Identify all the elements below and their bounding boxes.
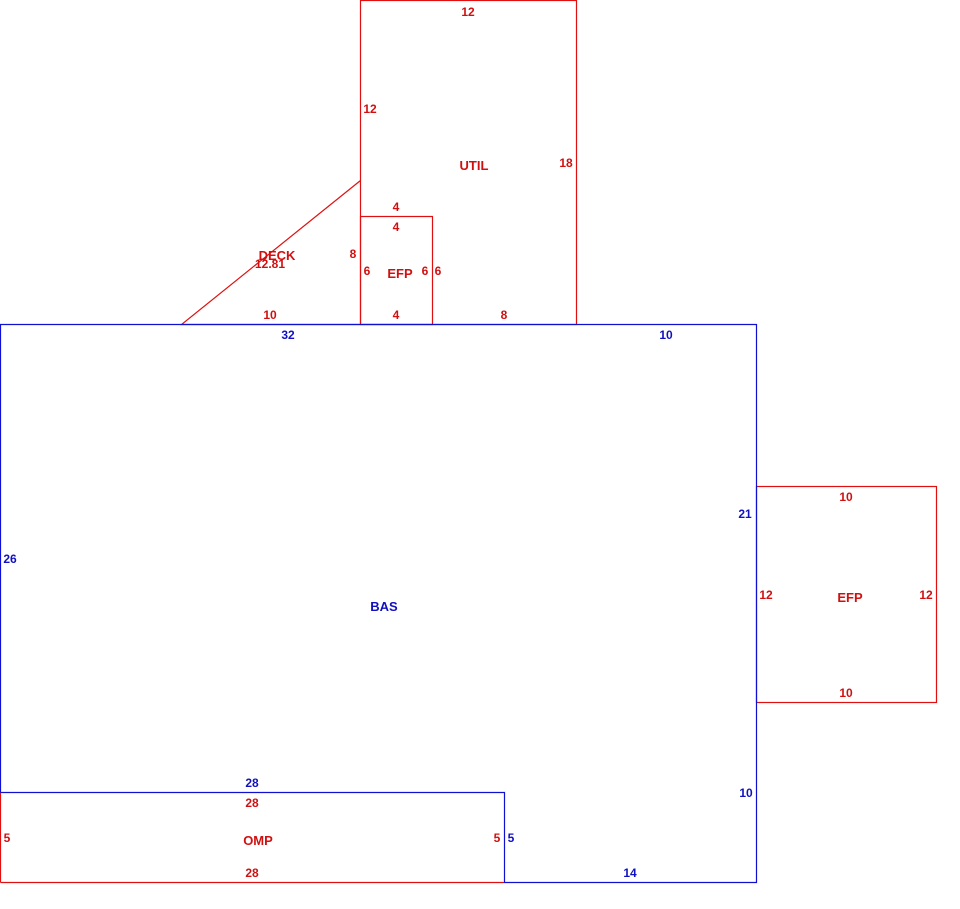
bas-inner-top-dim: 28	[245, 776, 259, 790]
util-top-dim: 12	[461, 5, 475, 19]
omp-top-dim: 28	[245, 796, 259, 810]
bas-label: BAS	[370, 599, 398, 614]
efp-right-bottom-dim: 10	[839, 686, 853, 700]
efp-small-right-outer-dim: 6	[435, 264, 442, 278]
omp-label: OMP	[243, 833, 273, 848]
omp-bottom-dim: 28	[245, 866, 259, 880]
deck-base-dim: 10	[263, 308, 277, 322]
util-label: UTIL	[460, 158, 489, 173]
bas-area	[0, 323, 758, 884]
deck-side-dim: 8	[350, 247, 357, 261]
bas-bottom-dim: 14	[623, 866, 637, 880]
bas-left-dim: 26	[3, 552, 17, 566]
util-bottom-dim: 8	[501, 308, 508, 322]
efp-small-left-dim: 6	[364, 264, 371, 278]
deck-hyp-dim: 12.81	[255, 257, 285, 271]
efp-right-left-dim: 12	[759, 588, 773, 602]
util-left-dim: 12	[363, 102, 377, 116]
efp-small-label: EFP	[387, 266, 413, 281]
efp-small-right-inner-dim: 6	[422, 264, 429, 278]
efp-small-top-inner-dim: 4	[393, 220, 400, 234]
omp-right-dim: 5	[494, 831, 501, 845]
bas-top-right-dim: 10	[659, 328, 673, 342]
bas-right-upper-dim: 21	[738, 507, 752, 521]
efp-right-label: EFP	[837, 590, 863, 605]
bas-top-left-dim: 32	[281, 328, 295, 342]
efp-right-right-dim: 12	[919, 588, 933, 602]
omp-left-dim: 5	[4, 831, 11, 845]
efp-small-top-outer-dim: 4	[393, 200, 400, 214]
bas-inner-side-dim: 5	[508, 831, 515, 845]
bas-right-lower-dim: 10	[739, 786, 753, 800]
util-right-dim: 18	[559, 156, 573, 170]
omp-area	[0, 792, 505, 884]
efp-small-bottom-dim: 4	[393, 308, 400, 322]
efp-right-top-dim: 10	[839, 490, 853, 504]
deck-label: DECK	[259, 248, 296, 263]
